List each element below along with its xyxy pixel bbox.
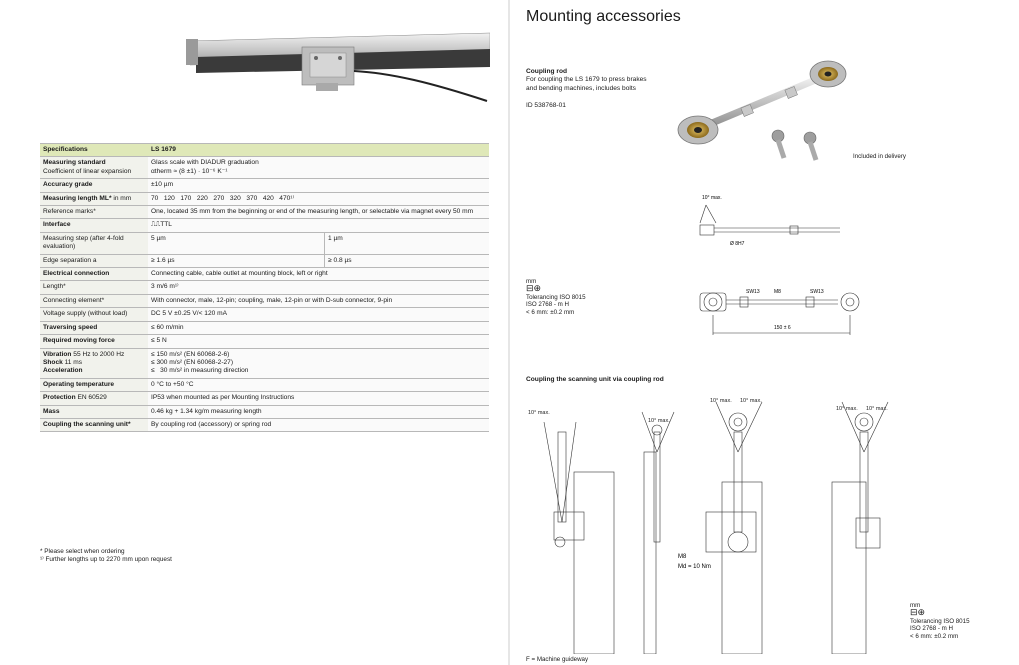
coupling-rod-photo [677,60,847,161]
coupling-rod-id: ID 538768-01 [526,101,566,109]
svg-text:10° max.: 10° max. [866,406,888,412]
coupling-rod-heading: Coupling rod [526,68,568,75]
included-note: Included in delivery [853,153,906,160]
svg-text:Md = 10 Nm: Md = 10 Nm [678,564,711,570]
table-row: Mass 0.46 kg + 1.34 kg/m measuring lengt… [40,404,489,419]
svg-text:Ø 8H7: Ø 8H7 [730,241,745,247]
table-row: Required moving force ≤ 5 N [40,334,489,348]
svg-text:10° max.: 10° max. [648,418,670,424]
linear-encoder-photo [186,32,490,102]
coupling-section-heading: Coupling the scanning unit via coupling … [526,376,664,383]
svg-text:M8: M8 [774,289,781,295]
table-row: Length* 3 m/6 m¹⁾ [40,280,489,295]
table-row: Measuring length ML* in mm 70 120 170 22… [40,191,489,206]
svg-text:SW13: SW13 [746,289,760,295]
tolerance-block-2: mm ⊟⊕ Tolerancing ISO 8015 ISO 2768 - m … [910,602,970,640]
svg-text:10° max.: 10° max. [710,398,732,404]
table-row: Voltage supply (without load) DC 5 V ±0.… [40,307,489,322]
table-row: Reference marks* One, located 35 mm from… [40,205,489,219]
svg-text:10° max.: 10° max. [740,398,762,404]
svg-text:10° max.: 10° max. [528,410,550,416]
footnote-lengths: ¹⁾ Further lengths up to 2270 mm upon re… [40,555,172,563]
coupling-rod-text: Coupling rod For coupling the LS 1679 to… [526,68,647,109]
svg-text:10° max.: 10° max. [702,195,722,201]
svg-text:SW13: SW13 [810,289,824,295]
header-model: LS 1679 [148,142,489,157]
table-row: Traversing speed ≤ 60 m/min [40,320,489,335]
left-page: Specifications LS 1679 Measuring standar… [0,0,509,665]
table-row: Protection EN 60529 IP53 when mounted as… [40,391,489,406]
right-page: Mounting accessories Coupling rod For co… [510,0,1019,665]
svg-text:10° max.: 10° max. [836,406,858,412]
svg-text:150 ± 6: 150 ± 6 [774,325,791,331]
footnote-order: * Please select when ordering [40,548,125,555]
coupling-installation-drawing: 10° max. 10° max. 10° max. 10° max. 10° … [528,398,889,654]
coupling-rod-drawing: 10° max. Ø 8H7 SW13 SW13 M8 150 ± 6 [699,195,860,335]
table-row: Interface ⎍⎍TTL [40,218,489,233]
table-row: Electrical connection Connecting cable, … [40,267,489,281]
table-row: Measuring step (after 4-fold evaluation)… [40,231,489,255]
table-header-row: Specifications LS 1679 [40,142,489,157]
tolerance-block: mm ⊟⊕ Tolerancing ISO 8015 ISO 2768 - m … [526,278,586,316]
specifications-table: Specifications LS 1679 Measuring standar… [40,142,489,433]
svg-text:M8: M8 [678,554,687,560]
table-row: Operating temperature 0 °C to +50 °C [40,377,489,392]
header-label: Specifications [40,142,148,157]
footnotes: * Please select when ordering ¹⁾ Further… [40,548,172,564]
page-title: Mounting accessories [526,8,681,25]
page-gutter [508,0,510,665]
footer-note: F = Machine guideway [526,656,589,663]
table-row: Edge separation a ≥ 1.6 µs ≥ 0.8 µs [40,253,489,268]
table-row: Connecting element* With connector, male… [40,293,489,308]
table-row: Accuracy grade ±10 µm [40,178,489,193]
table-row: Coupling the scanning unit* By coupling … [40,417,489,433]
